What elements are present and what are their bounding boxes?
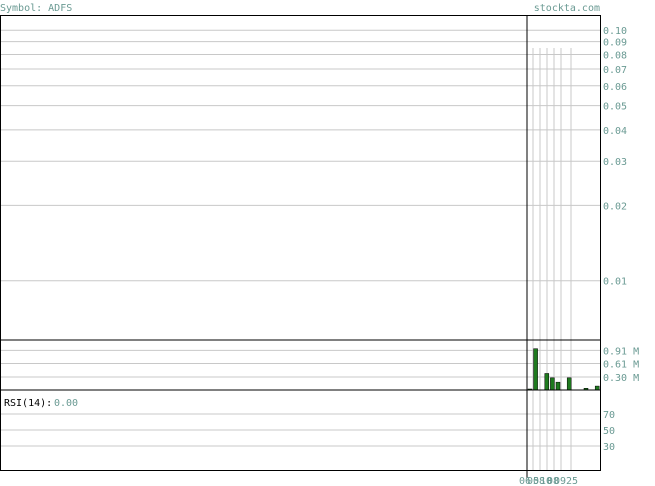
volume-tick-label: 0.91 M [603,346,639,357]
volume-bar [550,377,555,391]
price-tick-label: 0.01 [603,277,627,288]
price-tick-label: 0.08 [603,50,627,61]
rsi-value: 0.00 [54,398,78,409]
volume-bar [566,377,572,391]
volume-bar [555,381,561,391]
chart-frame [0,15,601,471]
x-tick-label: 10 [540,476,552,486]
symbol-label: Symbol: ADFS [0,3,72,14]
price-tick-label: 0.03 [603,157,627,168]
rsi-title: RSI(14): [4,398,52,409]
price-tick-label: 0.10 [603,26,627,37]
volume-tick-label: 0.30 M [603,373,639,384]
x-tick-label: 06 [519,476,531,486]
x-tick-label: 09 [554,476,566,486]
price-tick-label: 0.02 [603,201,627,212]
price-tick-label: 0.09 [603,38,627,49]
rsi-tick-label: 50 [603,426,615,437]
price-tick-label: 0.04 [603,126,627,137]
price-tick-label: 0.06 [603,82,627,93]
x-tick-label: 05 [527,476,539,486]
volume-bar [533,348,538,391]
volume-bar [544,373,550,391]
price-tick-label: 0.05 [603,102,627,113]
x-tick-label: 08 [547,476,559,486]
rsi-tick-label: 30 [603,442,615,453]
volume-bar [594,385,600,391]
x-tick-label: 25 [566,476,578,486]
rsi-tick-label: 70 [603,410,615,421]
price-tick-label: 0.07 [603,65,627,76]
site-label: stockta.com [534,3,600,14]
x-tick-label: 08 [533,476,545,486]
volume-tick-label: 0.61 M [603,359,639,370]
